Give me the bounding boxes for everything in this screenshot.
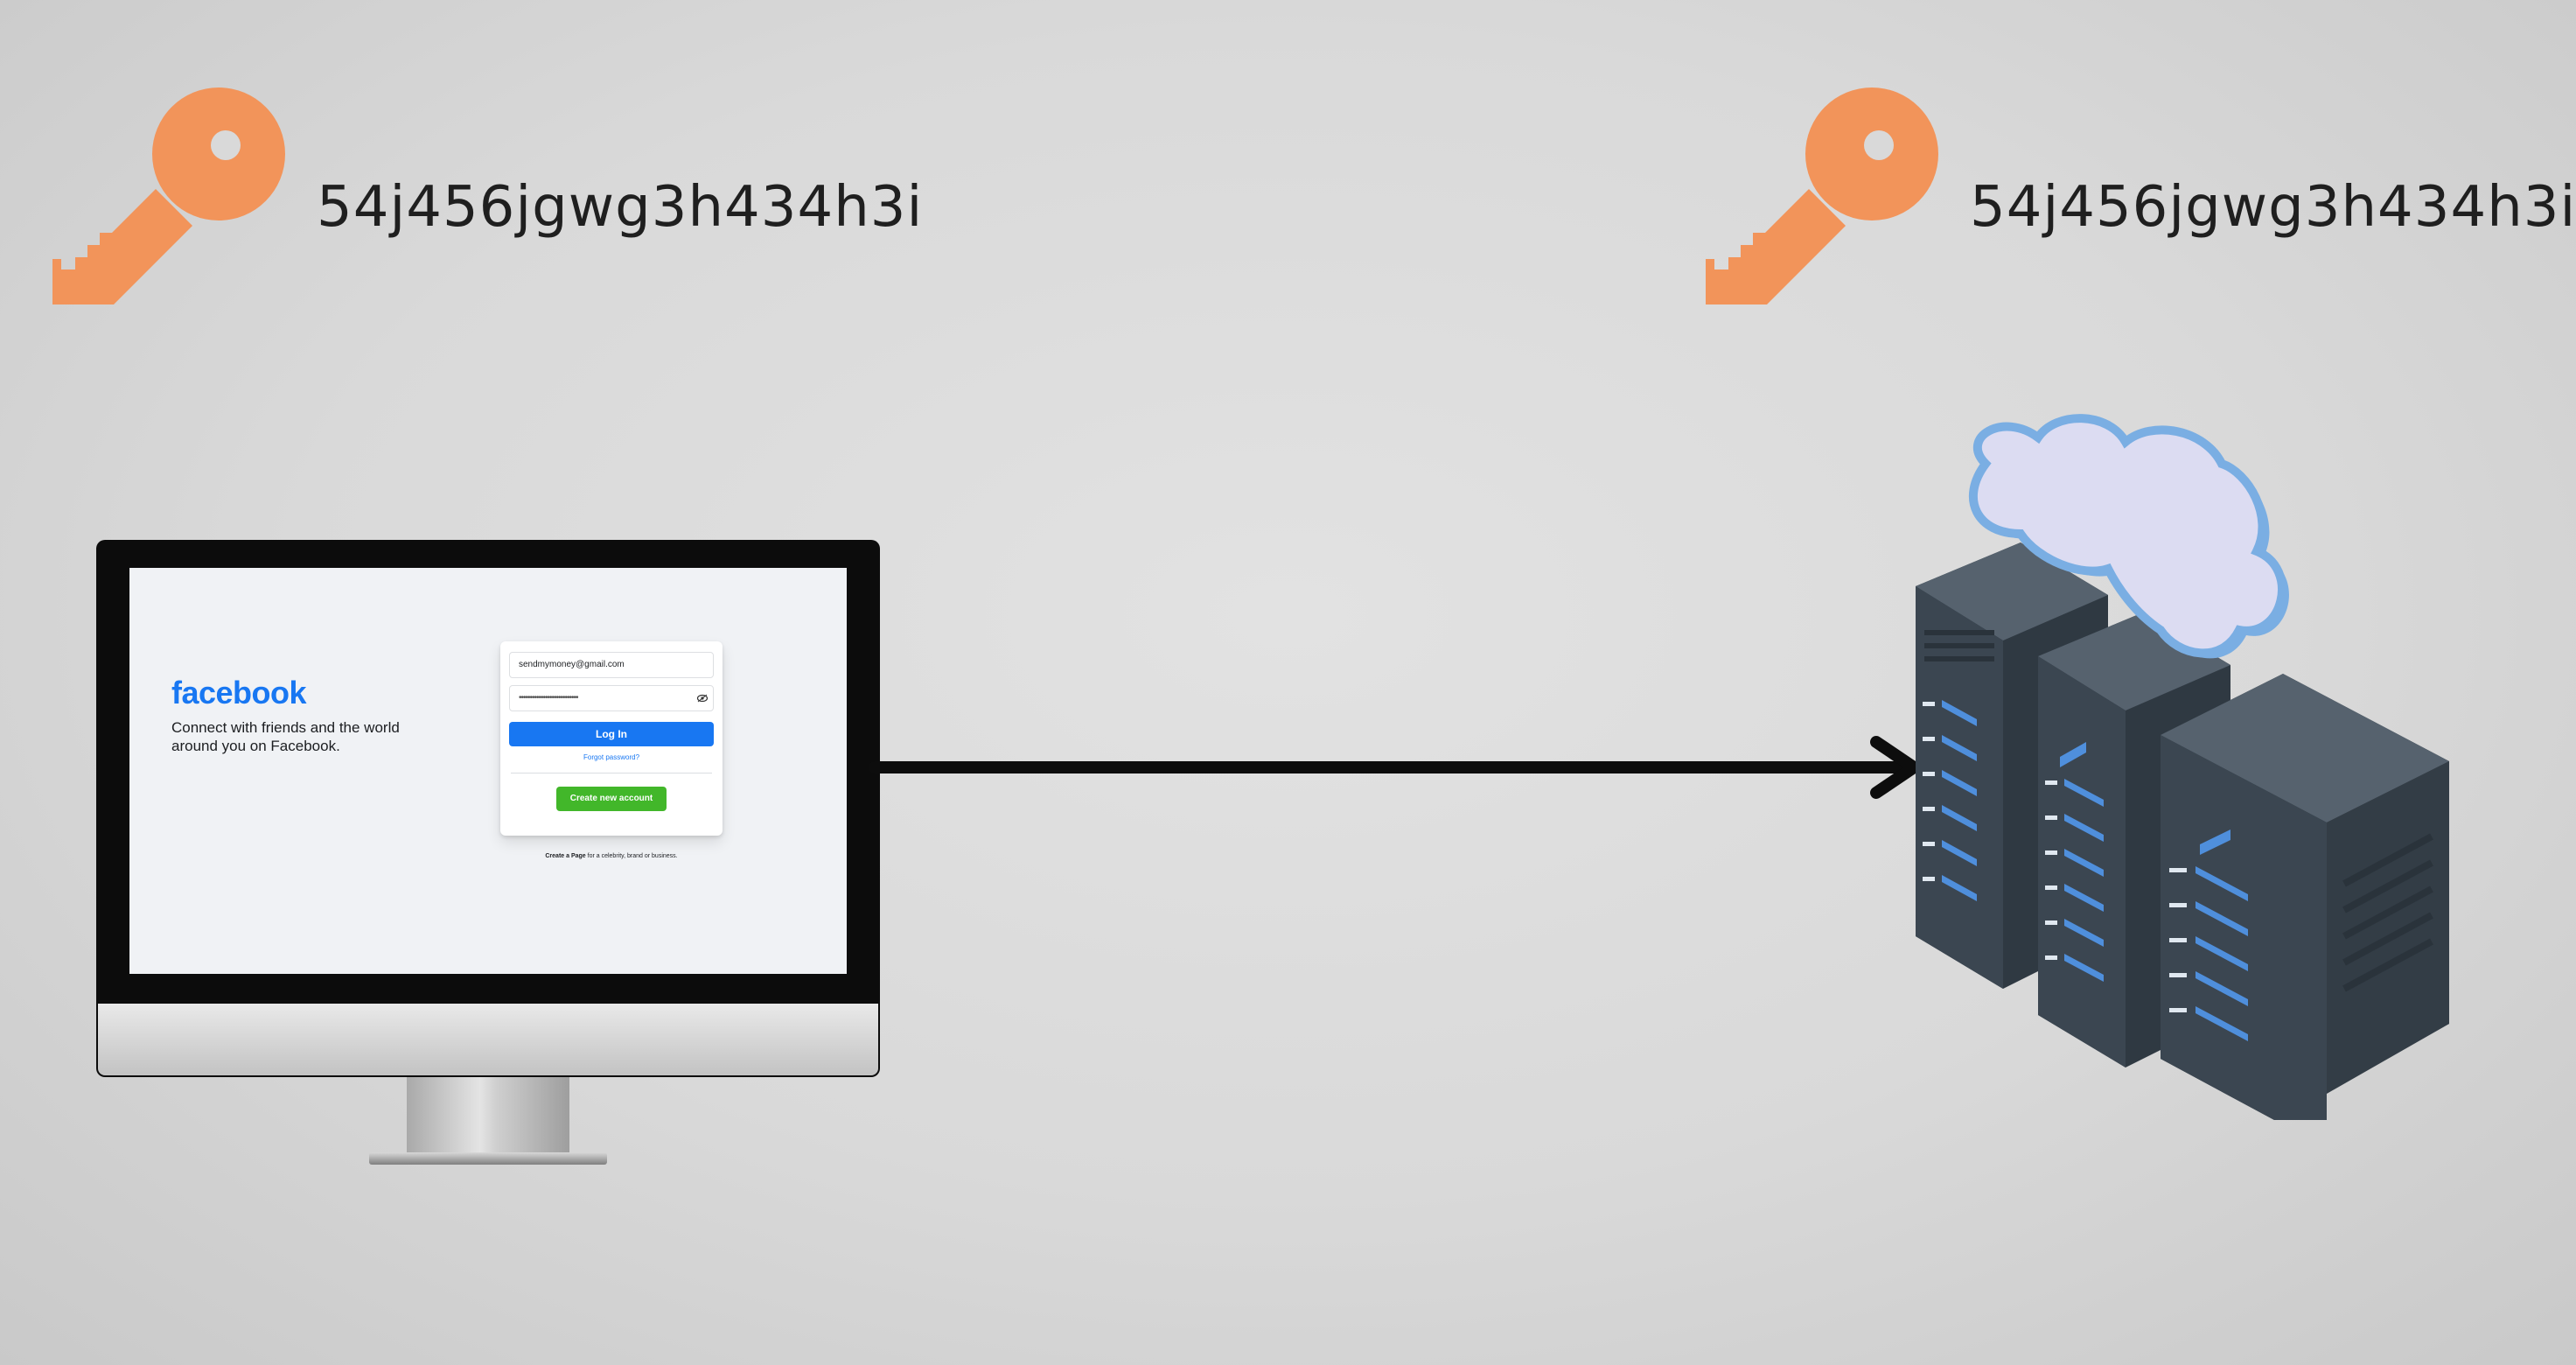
- password-value: •••••••••••••••••••••••••••: [519, 693, 579, 703]
- key-string-left: 54j456jgwg3h434h3i: [317, 175, 924, 240]
- login-button[interactable]: Log In: [509, 722, 714, 746]
- login-card: sendmymoney@gmail.com ••••••••••••••••••…: [500, 641, 723, 836]
- key-icon: [1706, 88, 1938, 304]
- arrow-right-icon: [869, 736, 1920, 799]
- eye-icon[interactable]: [696, 694, 709, 703]
- create-account-button[interactable]: Create new account: [556, 787, 667, 811]
- monitor-stand: [407, 1077, 569, 1152]
- server-slots-1: [1924, 630, 1994, 662]
- divider: [511, 773, 712, 774]
- server-rack-icon: [1916, 414, 2449, 1120]
- facebook-tagline: Connect with friends and the world aroun…: [171, 719, 400, 754]
- create-page-text: Create a Page for a celebrity, brand or …: [500, 853, 723, 859]
- forgot-password-link[interactable]: Forgot password?: [583, 753, 640, 761]
- email-field[interactable]: sendmymoney@gmail.com: [509, 652, 714, 678]
- create-page-suffix: for a celebrity, brand or business.: [585, 853, 678, 859]
- cloud-icon: [1968, 414, 2289, 659]
- monitor-base: [369, 1152, 607, 1165]
- monitor-screen: facebook Connect with friends and the wo…: [129, 568, 847, 974]
- create-page-link[interactable]: Create a Page: [545, 853, 586, 859]
- monitor-chin: [96, 1004, 880, 1077]
- facebook-logo: facebook: [171, 675, 307, 710]
- key-icon: [52, 88, 285, 304]
- password-field[interactable]: •••••••••••••••••••••••••••: [509, 685, 714, 711]
- key-string-right: 54j456jgwg3h434h3i: [1970, 175, 2576, 240]
- computer-monitor: facebook Connect with friends and the wo…: [96, 540, 880, 1166]
- monitor-bezel: facebook Connect with friends and the wo…: [96, 540, 880, 1004]
